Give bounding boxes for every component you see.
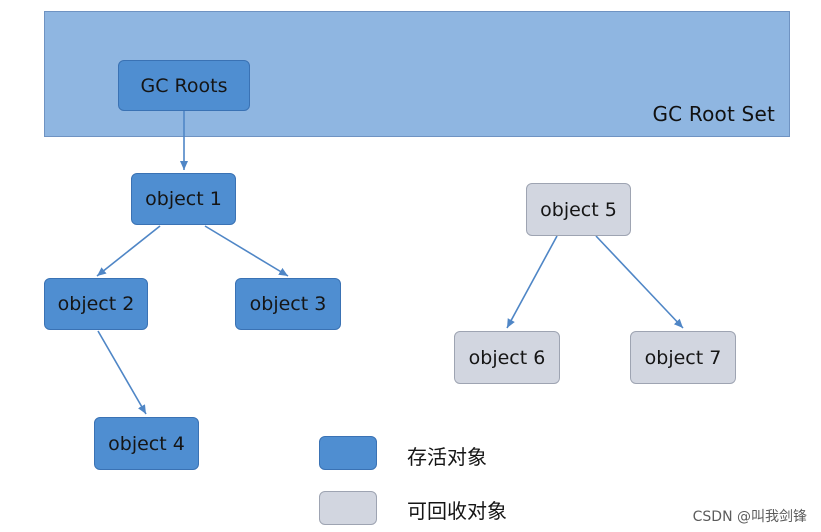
legend-live-label: 存活对象 bbox=[407, 445, 487, 469]
edge-object5-to-object6 bbox=[506, 235, 558, 329]
legend-live-swatch bbox=[319, 436, 377, 470]
edge-object5-to-object7 bbox=[595, 235, 684, 329]
node-object-4: object 4 bbox=[94, 417, 199, 470]
legend-collectable-swatch bbox=[319, 491, 377, 525]
node-object-1: object 1 bbox=[131, 173, 236, 225]
node-object-6: object 6 bbox=[454, 331, 560, 384]
edge-object2-to-object4 bbox=[97, 330, 147, 415]
edge-object1-to-object3 bbox=[204, 225, 289, 277]
edge-object1-to-object2 bbox=[96, 225, 161, 277]
watermark: CSDN @叫我剑锋 bbox=[692, 509, 807, 525]
node-gc-roots: GC Roots bbox=[118, 60, 250, 111]
node-object-2: object 2 bbox=[44, 278, 148, 330]
gc-root-set-label: GC Root Set bbox=[652, 102, 775, 126]
legend-collectable-label: 可回收对象 bbox=[407, 499, 507, 523]
node-object-7: object 7 bbox=[630, 331, 736, 384]
node-object-5: object 5 bbox=[526, 183, 631, 236]
node-object-3: object 3 bbox=[235, 278, 341, 330]
